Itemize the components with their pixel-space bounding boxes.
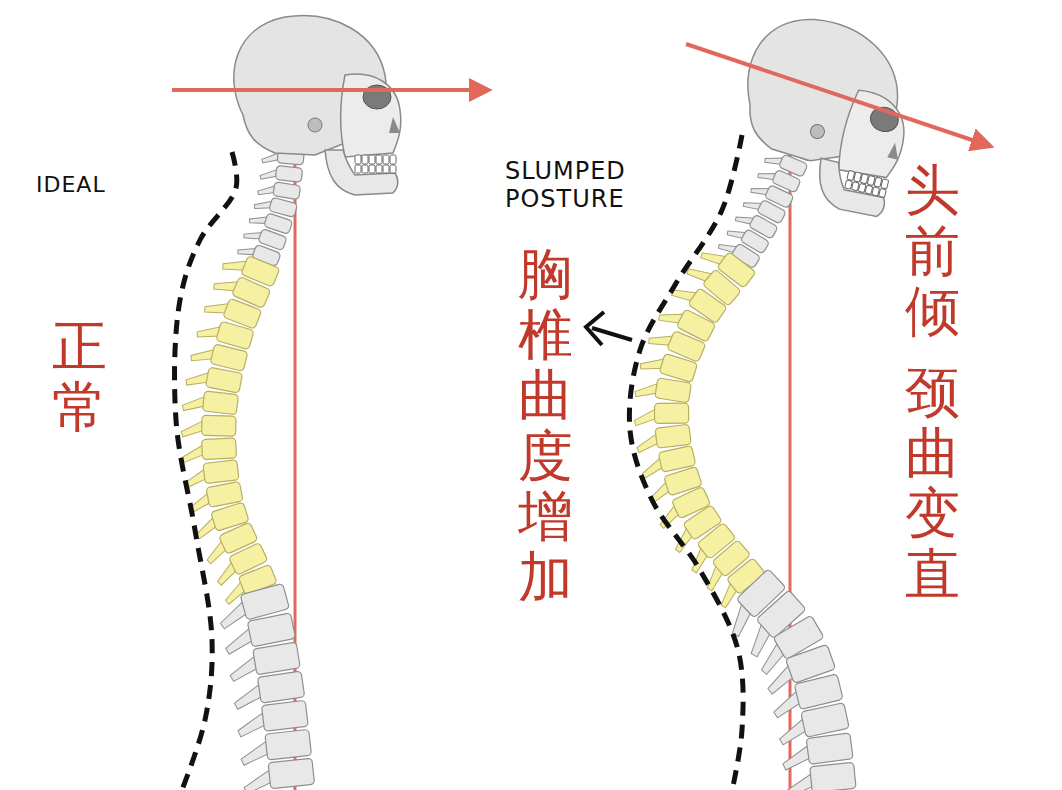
vertebra bbox=[634, 403, 689, 425]
vertebra bbox=[783, 762, 856, 790]
tooth bbox=[858, 183, 866, 192]
tooth bbox=[383, 155, 389, 164]
spinous-process bbox=[784, 773, 814, 790]
skull bbox=[234, 16, 401, 195]
tooth bbox=[355, 165, 361, 173]
mandible bbox=[325, 150, 398, 195]
ear-canal bbox=[809, 123, 826, 140]
vertebral-body bbox=[659, 353, 697, 382]
tooth bbox=[879, 188, 887, 197]
tooth bbox=[362, 165, 368, 173]
vertebral-body bbox=[203, 460, 239, 484]
vertebral-body bbox=[801, 703, 849, 738]
spinous-process bbox=[634, 408, 657, 425]
vertebral-body bbox=[205, 367, 242, 393]
nasal-cavity bbox=[389, 117, 400, 133]
tooth bbox=[390, 155, 396, 164]
vertebra bbox=[181, 415, 236, 438]
spinous-process bbox=[182, 393, 206, 413]
face-bones bbox=[341, 74, 401, 157]
vertebra bbox=[242, 758, 315, 790]
tooth bbox=[851, 182, 859, 191]
vertebral-body bbox=[655, 378, 692, 403]
vertebra bbox=[260, 164, 303, 184]
vertebra bbox=[634, 375, 691, 405]
vertebral-body bbox=[202, 438, 237, 460]
annotation-cn: 胸椎曲度增加 bbox=[518, 244, 573, 607]
mandible bbox=[810, 158, 892, 219]
vertebral-body bbox=[257, 671, 304, 703]
vertebral-body bbox=[261, 700, 308, 731]
vertebra bbox=[257, 179, 301, 201]
vertebral-body bbox=[253, 642, 301, 675]
vertebral-body bbox=[275, 165, 302, 182]
spinous-process bbox=[181, 444, 204, 462]
vertebra bbox=[190, 339, 248, 373]
annotation-cn: 颈曲变直 bbox=[905, 362, 960, 604]
vertebra bbox=[181, 438, 236, 463]
vertebral-body bbox=[810, 762, 856, 790]
figure-label-cn: 正常 bbox=[52, 316, 107, 437]
figure-label: SLUMPED POSTURE bbox=[505, 158, 685, 213]
tooth bbox=[362, 155, 368, 164]
tooth bbox=[383, 165, 389, 173]
vertebral-body bbox=[806, 733, 853, 764]
vertebra bbox=[185, 363, 243, 395]
vertebral-body bbox=[654, 403, 688, 423]
tooth bbox=[881, 179, 889, 189]
head-level-arrow bbox=[172, 88, 488, 92]
spinous-process bbox=[181, 420, 204, 438]
spinous-process bbox=[242, 769, 273, 790]
vertebral-body bbox=[202, 391, 238, 415]
spinous-process bbox=[634, 380, 659, 400]
spine bbox=[181, 131, 315, 790]
ear-canal bbox=[308, 118, 322, 132]
vertebral-body bbox=[210, 344, 248, 372]
tooth bbox=[376, 165, 382, 173]
vertebral-body bbox=[247, 613, 295, 647]
tooth bbox=[369, 155, 375, 164]
tooth bbox=[376, 155, 382, 164]
figure-label: IDEAL bbox=[36, 172, 106, 197]
vertebral-body bbox=[273, 182, 301, 200]
posture-outline bbox=[175, 152, 237, 790]
posture-outline bbox=[629, 135, 743, 790]
vertebral-body bbox=[265, 729, 312, 760]
vertebra bbox=[182, 388, 239, 416]
tooth bbox=[390, 165, 396, 173]
face-bones bbox=[835, 88, 913, 183]
tooth bbox=[845, 180, 853, 189]
vertebral-body bbox=[655, 424, 691, 448]
tooth bbox=[355, 155, 361, 164]
tooth bbox=[865, 185, 873, 194]
nasal-cavity bbox=[887, 142, 902, 160]
tooth bbox=[369, 165, 375, 173]
annotation-cn: 头前倾 bbox=[905, 160, 960, 342]
vertebral-body bbox=[202, 415, 237, 436]
head-tilt-arrow bbox=[686, 44, 990, 146]
vertebral-body bbox=[268, 758, 314, 788]
tooth bbox=[872, 187, 880, 196]
pointer-head bbox=[586, 312, 604, 345]
